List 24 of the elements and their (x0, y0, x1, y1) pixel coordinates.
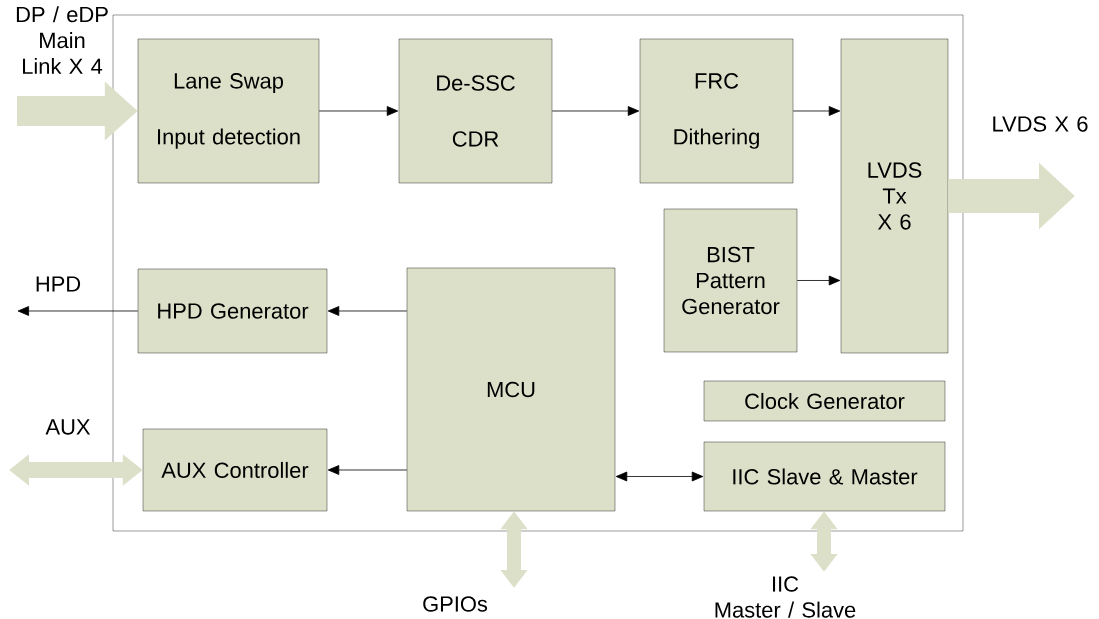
signal-label: LVDS X 6 (993, 116, 1088, 132)
arrow (796, 275, 841, 286)
signal-label: HPD (36, 276, 81, 292)
arrow (318, 106, 399, 116)
arrow (17, 306, 139, 316)
arrow (327, 306, 408, 316)
arrow (327, 465, 408, 475)
arrow (615, 471, 704, 482)
block-box: AUX Controller (142, 428, 328, 512)
block-box: FRC Dithering (639, 38, 794, 184)
signal-label: IIC Master / Slave (715, 576, 856, 618)
block-box: MCU (406, 267, 616, 512)
block-box: Clock Generator (703, 380, 946, 422)
block-box: BIST Pattern Generator (663, 208, 798, 353)
block-box: LVDS Tx X 6 (840, 38, 949, 354)
block-box: IIC Slave & Master (703, 441, 946, 512)
signal-label: GPIOs (423, 596, 488, 612)
block-box: De-SSC CDR (398, 38, 553, 184)
signal-label: AUX (45, 419, 91, 435)
block-box: HPD Generator (137, 268, 328, 354)
block-box: Lane Swap Input detection (137, 38, 320, 184)
signal-label: DP / eDP Main Link X 4 (16, 6, 108, 74)
arrow (792, 106, 841, 116)
arrow (551, 106, 640, 116)
